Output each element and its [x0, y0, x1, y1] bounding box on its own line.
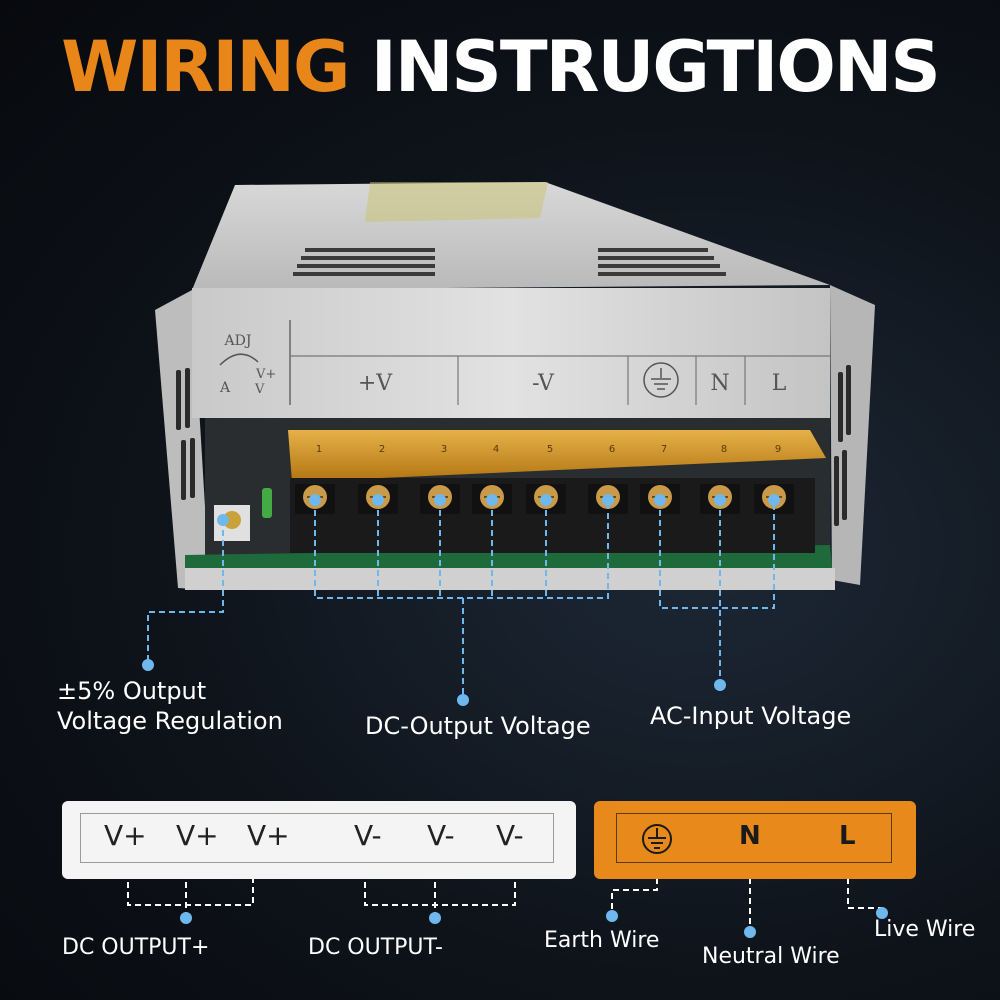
terminal-screw: [700, 484, 740, 514]
terminal-number: 8: [721, 444, 727, 455]
terminal-number: 9: [775, 444, 781, 455]
dc-terminal-vplus-1: V+: [104, 819, 147, 852]
dc-terminal-panel-border: [80, 813, 554, 863]
earth-symbol-icon: [643, 362, 679, 398]
terminal-number: 2: [379, 444, 385, 455]
led-indicator: [262, 488, 272, 518]
dc-terminal-vminus-1: V-: [354, 819, 382, 852]
ac-terminal-n: N: [739, 821, 761, 851]
terminal-screw: [640, 484, 680, 514]
terminal-screw: [295, 484, 335, 514]
ac-terminal-l: L: [839, 821, 856, 851]
plus-v-terminal-label: +V: [358, 371, 393, 396]
regulation-callout-line2: Voltage Regulation: [57, 707, 283, 735]
terminal-screw: [526, 484, 566, 514]
terminal-screw: [420, 484, 460, 514]
dc-output-minus-label: DC OUTPUT-: [308, 935, 443, 960]
dc-terminal-vplus-3: V+: [247, 819, 290, 852]
dc-terminal-vminus-3: V-: [496, 819, 524, 852]
ac-input-callout-label: AC-Input Voltage: [650, 702, 852, 730]
terminal-number: 6: [609, 444, 615, 455]
adj-arrow-icon: [219, 353, 259, 366]
l-terminal-label: L: [772, 371, 787, 396]
neutral-wire-label: Neutral Wire: [702, 944, 840, 969]
dc-terminal-vplus-2: V+: [176, 819, 219, 852]
adj-minus-label: A: [219, 380, 231, 396]
dc-plus-bracket: [127, 872, 254, 906]
terminal-block: 1 2 3 4 5 6 7 8 9: [288, 430, 826, 553]
terminal-number: 3: [441, 444, 447, 455]
regulation-callout-line: [147, 520, 224, 665]
dc-terminal-panel: [62, 801, 576, 879]
title-word-instructions: INSTRUGTIONS: [370, 26, 941, 108]
adj-v-label: V: [254, 382, 265, 397]
terminal-number: 5: [547, 444, 553, 455]
terminal-screw: [588, 484, 628, 514]
dc-terminal-vminus-2: V-: [427, 819, 455, 852]
page-title: WIRING INSTRUGTIONS: [0, 22, 1000, 112]
terminal-cover: [288, 430, 826, 482]
terminal-screw: [754, 484, 794, 514]
front-label-plate: ADJ A V+ V +V -V N L: [192, 288, 830, 418]
dc-output-bracket: [314, 500, 609, 599]
terminal-screw: [472, 484, 512, 514]
regulation-callout-line1: ±5% Output: [57, 677, 207, 705]
terminal-number: 4: [493, 444, 499, 455]
earth-wire-connector: [611, 868, 658, 916]
title-word-wiring: WIRING: [61, 26, 350, 108]
ac-terminal-panel-border: [616, 813, 892, 863]
chassis-side-right: [830, 285, 875, 585]
adj-label: ADJ: [224, 333, 252, 349]
live-wire-connector: [847, 868, 883, 913]
adj-plus-label: V+: [255, 367, 276, 382]
dc-minus-bracket: [364, 882, 516, 906]
chassis-top: [192, 182, 830, 290]
n-terminal-label: N: [710, 371, 729, 396]
ac-terminal-panel: [594, 801, 916, 879]
ground-symbol-icon: [642, 824, 672, 854]
terminal-screw: [358, 484, 398, 514]
dc-output-callout-label: DC-Output Voltage: [365, 712, 591, 740]
minus-v-terminal-label: -V: [532, 371, 555, 396]
earth-wire-label: Earth Wire: [544, 928, 660, 953]
terminal-number: 1: [316, 444, 322, 455]
terminal-number: 7: [661, 444, 667, 455]
callout-dots: [142, 514, 726, 706]
dc-output-plus-label: DC OUTPUT+: [62, 935, 210, 960]
live-wire-label: Live Wire: [874, 917, 976, 942]
callout-lines: [147, 500, 775, 700]
ac-input-bracket: [659, 500, 775, 609]
